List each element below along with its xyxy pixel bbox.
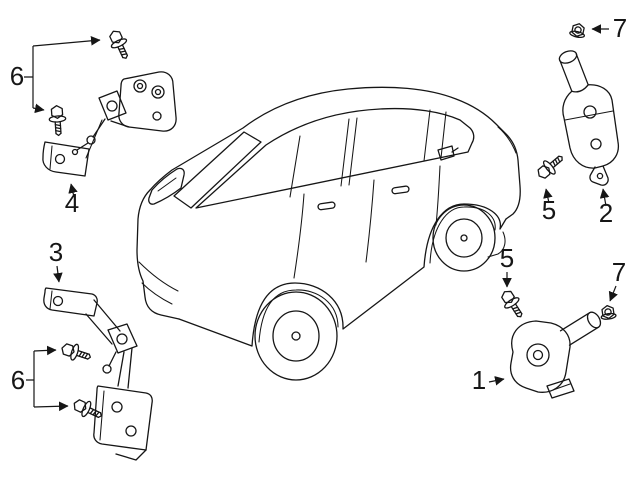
side-mirror	[437, 145, 459, 161]
part-2-height-sensor	[558, 50, 620, 186]
callout-6-lower-left: 6	[11, 365, 25, 395]
leader-6-upper	[24, 46, 34, 108]
part-4-height-sensor-bracket	[42, 71, 177, 177]
callout-5-upper-right: 5	[542, 195, 556, 225]
callout-5-lower-right: 5	[500, 243, 514, 273]
callout-4: 4	[65, 188, 79, 218]
rear-wheel	[254, 291, 338, 381]
tail-lamp	[148, 167, 185, 205]
bolt-icon	[58, 339, 94, 366]
fender-seam	[435, 165, 441, 226]
callout-6-upper-left: 6	[10, 61, 24, 91]
headlight-crease	[497, 126, 517, 154]
callout-7-upper-right: 7	[613, 13, 627, 43]
callout-1: 1	[472, 365, 486, 395]
nut-icon	[568, 21, 588, 40]
callout-7-lower-right: 7	[612, 257, 626, 287]
leader-7-lower	[608, 285, 618, 302]
door-seam-rear	[293, 193, 305, 279]
door-handle-rear	[317, 201, 336, 211]
bolt-icon	[70, 395, 106, 425]
rear-window	[173, 131, 262, 209]
side-windows	[195, 107, 475, 209]
leader-2	[599, 188, 610, 207]
door-handle-front	[391, 185, 410, 195]
b-pillar-lines	[340, 117, 358, 187]
leader-lines	[24, 24, 618, 412]
leader-6-lower	[26, 351, 35, 407]
c-pillar-line	[289, 135, 301, 198]
vehicle-line-art	[136, 86, 521, 381]
part-1-height-sensor	[509, 311, 602, 399]
vehicle-rear-outline	[136, 189, 180, 320]
a-pillar-lines	[423, 109, 447, 162]
bolt-icon	[497, 286, 529, 322]
callout-3: 3	[49, 237, 63, 267]
callout-2: 2	[599, 198, 613, 228]
leader-1	[488, 376, 505, 386]
nut-icon	[599, 303, 617, 321]
leader-5-upper	[543, 188, 553, 204]
bolt-icon	[47, 104, 68, 137]
leader-3	[53, 265, 63, 283]
bolt-icon	[105, 27, 135, 63]
front-wheel	[432, 204, 496, 272]
part-3-height-sensor-bracket	[43, 287, 153, 461]
bolt-icon	[533, 149, 568, 183]
vehicle-bottom-outline	[178, 203, 507, 347]
front-lower-lip	[487, 231, 506, 258]
vehicle-upper-outline	[149, 86, 521, 220]
door-seam-front	[365, 179, 375, 263]
leader-4	[68, 183, 78, 198]
